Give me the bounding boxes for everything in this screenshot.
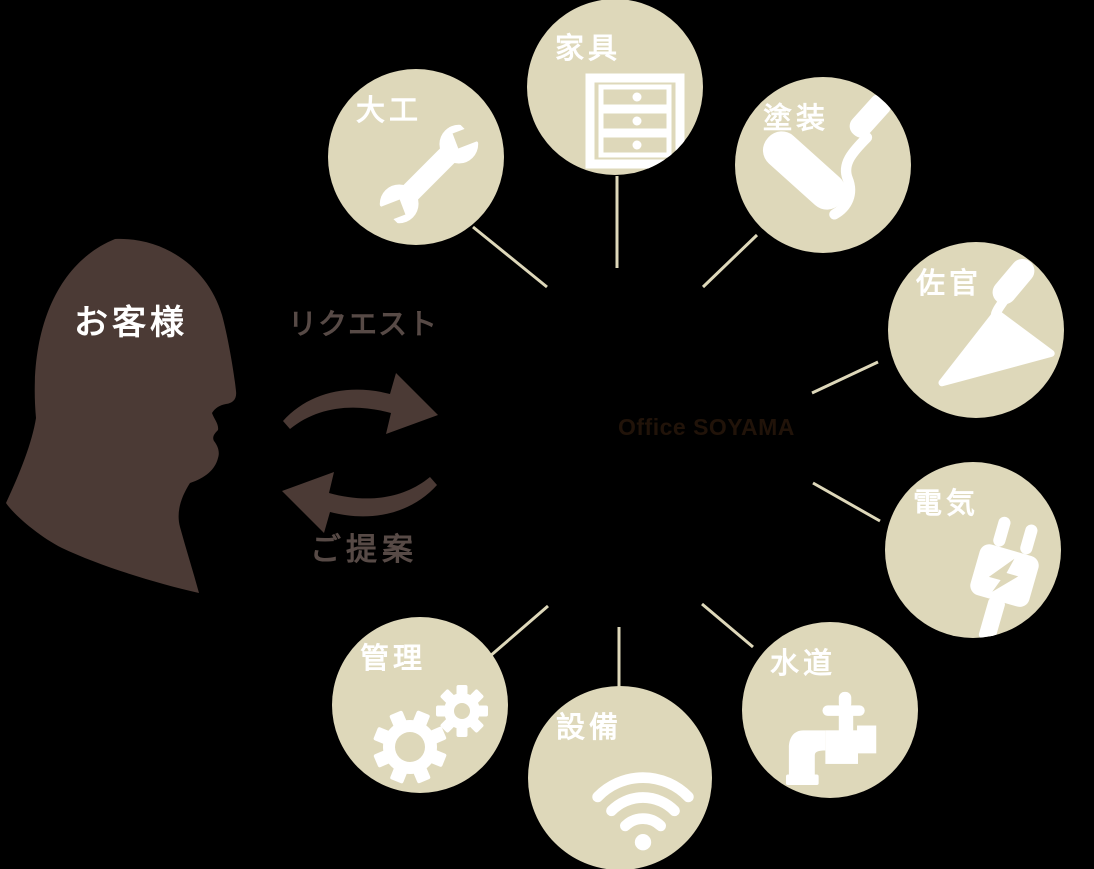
proposal-label: ご提案 <box>310 532 418 567</box>
connector-sakan <box>811 360 879 395</box>
center-watermark: Office SOYAMA <box>618 414 795 440</box>
trade-label: 大工 <box>356 95 423 127</box>
connector-kanri <box>488 604 549 659</box>
trade-label: 佐官 <box>916 268 983 300</box>
trowel-icon <box>938 258 1055 387</box>
wifi-icon <box>592 772 694 851</box>
trade-circle-setsubi: 設備 <box>528 686 712 869</box>
trade-circle-denki: 電気 <box>885 462 1061 638</box>
proposal-arrow-icon <box>282 472 437 533</box>
trade-circle-kagu: 家具 <box>527 0 703 175</box>
dresser-icon <box>585 73 685 169</box>
request-arrow-icon <box>283 373 438 434</box>
customer-silhouette <box>6 238 237 593</box>
paint-roller-icon <box>762 93 892 220</box>
trade-circle-suido: 水道 <box>742 622 918 798</box>
trade-label: 家具 <box>555 33 622 65</box>
trade-label: 水道 <box>770 648 837 680</box>
trade-circle-kanri: 管理 <box>332 617 508 793</box>
request-label: リクエスト <box>288 309 439 341</box>
trade-circle-sakan: 佐官 <box>888 242 1064 418</box>
wrench-icon <box>379 124 479 224</box>
plug-icon <box>970 516 1039 638</box>
trade-label: 電気 <box>913 488 980 520</box>
trade-circle-tosou: 塗装 <box>735 77 911 253</box>
trade-circle-daiku: 大工 <box>328 69 504 245</box>
faucet-icon <box>786 691 877 786</box>
trade-label: 設備 <box>556 712 623 744</box>
connector-suido <box>701 602 754 649</box>
customer-label: お客様 <box>74 304 188 342</box>
connector-daiku <box>472 225 548 289</box>
gears-icon <box>373 685 488 784</box>
connector-denki <box>812 481 881 523</box>
connector-tosou <box>701 233 759 289</box>
trade-label: 管理 <box>360 643 427 675</box>
trade-label: 塗装 <box>763 103 830 135</box>
connector-lines <box>472 176 881 688</box>
